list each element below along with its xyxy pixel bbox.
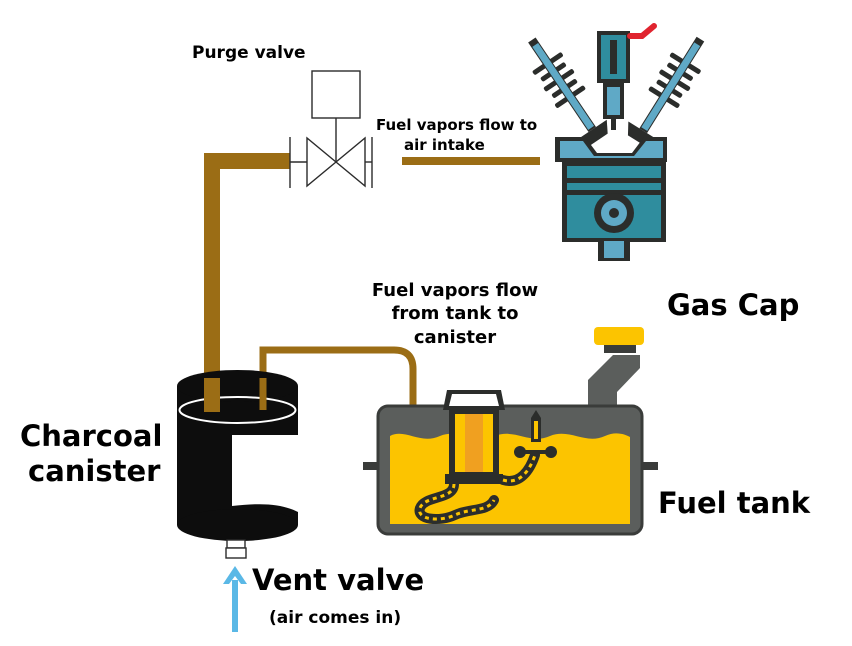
engine-piston	[555, 137, 667, 261]
charcoal-canister	[177, 370, 298, 559]
fuel-tank-label: Fuel tank	[658, 486, 811, 520]
vapors-from-tank-label: Fuel vapors flow from tank to canister	[362, 279, 548, 349]
up-arrow-icon	[223, 566, 247, 632]
tank-mount-right	[638, 462, 658, 470]
charcoal-canister-label: Charcoal canister	[20, 419, 162, 490]
gas-cap-icon	[594, 327, 644, 345]
fuel-pump-module-icon	[414, 390, 557, 525]
purge-valve-label: Purge valve	[192, 43, 306, 63]
purge-valve-body	[306, 136, 366, 188]
charcoal-canister-label-line1: Charcoal	[20, 419, 163, 453]
air-comes-in-label: (air comes in)	[269, 608, 402, 628]
engine-right-valve	[627, 36, 705, 147]
canister-bottom	[177, 509, 298, 541]
vapors-to-intake-label-line2: air intake	[404, 136, 485, 154]
tank-to-canister-pipe	[259, 346, 417, 412]
vent-valve-fitting	[226, 539, 246, 549]
purge-valve-actuator	[311, 70, 361, 119]
engine-piston-valves-icon	[528, 23, 705, 261]
gas-cap-label: Gas Cap	[667, 288, 800, 322]
tank-filler-neck	[588, 355, 640, 405]
canister-to-purge-pipe	[204, 153, 290, 410]
vapors-to-intake-label-line1: Fuel vapors flow to	[376, 116, 538, 134]
charcoal-canister-label-line2: canister	[28, 454, 161, 489]
fuel-tank	[363, 327, 658, 536]
vapors-from-tank-label-line1: Fuel vapors flow	[371, 280, 539, 301]
canister-window	[232, 435, 298, 512]
vapors-from-tank-label-line2: from tank to	[391, 303, 519, 325]
vapor-pipes	[204, 153, 540, 412]
engine-injector	[597, 23, 657, 130]
vent-valve-label: Vent valve	[252, 563, 425, 597]
purge-valve	[289, 70, 373, 188]
tank-mount-left	[363, 462, 383, 470]
vapors-from-tank-label-line3: canister	[413, 326, 497, 348]
